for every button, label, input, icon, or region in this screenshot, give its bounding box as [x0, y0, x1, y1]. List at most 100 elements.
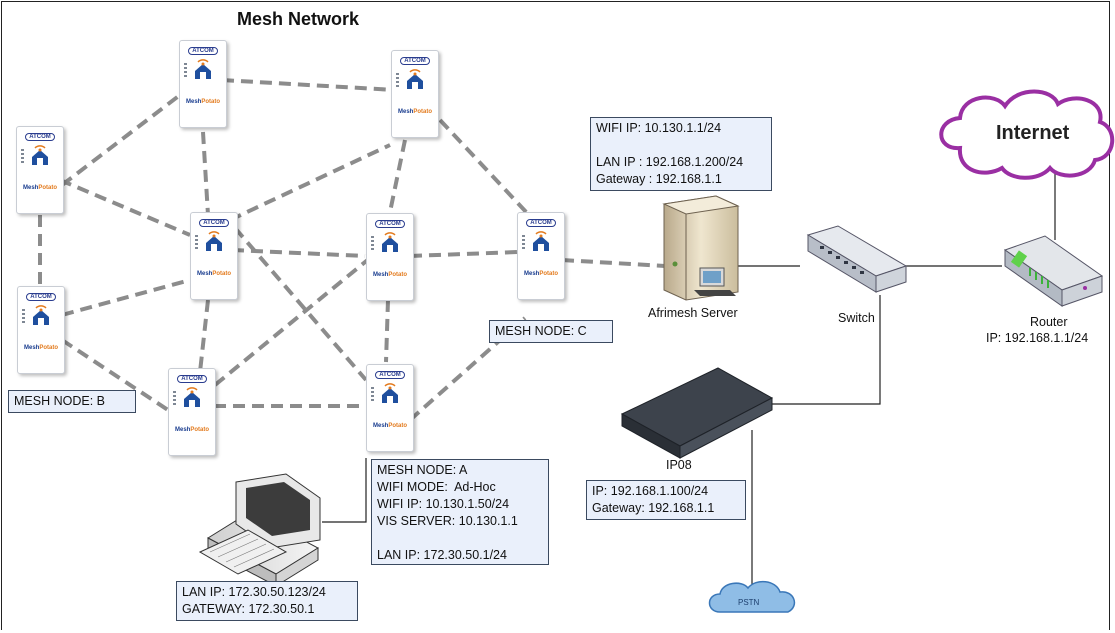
node-brand-text: ATCOM [400, 57, 430, 65]
mesh-node-icon: ATCOM MeshPotato [16, 126, 64, 214]
mesh-link [213, 256, 372, 387]
wifi-house-icon [206, 231, 222, 251]
node-a-box-line: LAN IP: 172.30.50.1/24 [377, 548, 507, 562]
mesh-link [233, 226, 368, 382]
mesh-node-icon: ATCOM MeshPotato [17, 286, 65, 374]
mesh-link [198, 299, 210, 373]
mesh-node-icon: ATCOM MeshPotato [366, 364, 414, 452]
led-strip [396, 73, 399, 87]
node-product-mesh: Mesh [372, 272, 389, 278]
wifi-house-icon [382, 383, 398, 403]
node-product-potato: Potato [413, 109, 432, 115]
node-a-box-line [377, 530, 543, 547]
mesh-node-icon: ATCOM MeshPotato [190, 212, 238, 300]
node-product-potato: Potato [39, 345, 58, 351]
node-brand-text: ATCOM [199, 219, 229, 227]
node-product-mesh: Mesh [22, 185, 39, 191]
wifi-house-icon [33, 305, 49, 325]
node-brand-text: ATCOM [26, 293, 56, 301]
node-brand-text: ATCOM [177, 375, 207, 383]
node-product-mesh: Mesh [185, 99, 202, 105]
node-product: MeshPotato [169, 427, 215, 433]
node-product-potato: Potato [190, 427, 209, 433]
router-label: Router [1030, 315, 1068, 329]
wifi-house-icon [382, 232, 398, 252]
led-strip [173, 391, 176, 405]
node-product-mesh: Mesh [397, 109, 414, 115]
node-product-mesh: Mesh [174, 427, 191, 433]
mesh-node-b-box: MESH NODE: B [8, 390, 136, 413]
node-product: MeshPotato [180, 99, 226, 105]
wifi-house-icon [533, 231, 549, 251]
mesh-link [59, 178, 191, 237]
ip08-label: IP08 [666, 458, 692, 472]
led-strip [371, 236, 374, 250]
led-strip [371, 387, 374, 401]
led-strip [195, 235, 198, 249]
pc-icon [198, 473, 321, 587]
node-brand-text: ATCOM [375, 371, 405, 379]
mesh-node-c-box: MESH NODE: C [489, 320, 613, 343]
mesh-link [438, 118, 530, 216]
wifi-house-icon [32, 145, 48, 165]
node-brand-text: ATCOM [188, 47, 218, 55]
node-brand: ATCOM [18, 293, 64, 301]
node-a-box-line: VIS SERVER: 10.130.1.1 [377, 514, 518, 528]
ip08-box-line: IP: 192.168.1.100/24 [592, 484, 709, 498]
mesh-link [229, 143, 391, 222]
router-icon [1003, 235, 1104, 307]
node-product: MeshPotato [518, 271, 564, 277]
wifi-house-icon [407, 69, 423, 89]
node-product: MeshPotato [18, 345, 64, 351]
node-a-box-line: WIFI MODE: Ad-Hoc [377, 480, 496, 494]
cable-pc-node-a [322, 458, 367, 523]
pstn-cloud-icon [708, 580, 796, 613]
pstn-label: PSTN [738, 598, 760, 607]
node-brand: ATCOM [518, 219, 564, 227]
node-product-potato: Potato [201, 99, 220, 105]
mesh-link [384, 299, 390, 363]
mesh-link [61, 278, 191, 317]
node-brand-text: ATCOM [25, 133, 55, 141]
node-product-potato: Potato [38, 185, 57, 191]
led-strip [184, 63, 187, 77]
mesh-node-c-label: MESH NODE: C [495, 324, 587, 338]
cable-switch-ip08 [770, 295, 881, 405]
node-product-mesh: Mesh [372, 423, 389, 429]
node-product-potato: Potato [388, 272, 407, 278]
internet-label: Internet [996, 122, 1070, 144]
diagram-title: Mesh Network [237, 9, 360, 29]
node-product-potato: Potato [388, 423, 407, 429]
node-product: MeshPotato [17, 185, 63, 191]
mesh-link [60, 93, 182, 187]
server-box-line [596, 137, 766, 154]
switch-label: Switch [838, 311, 875, 325]
internet-cloud-icon [939, 89, 1115, 180]
wifi-house-icon [184, 387, 200, 407]
pc-box-line: LAN IP: 172.30.50.123/24 [182, 585, 326, 599]
node-product: MeshPotato [392, 109, 438, 115]
mesh-link [388, 139, 407, 213]
mesh-link [221, 78, 396, 92]
node-brand-text: ATCOM [526, 219, 556, 227]
node-brand: ATCOM [17, 133, 63, 141]
node-product: MeshPotato [191, 271, 237, 277]
mesh-link [60, 338, 170, 412]
node-product-potato: Potato [212, 271, 231, 277]
node-brand: ATCOM [169, 375, 215, 383]
node-brand: ATCOM [367, 220, 413, 228]
node-product-mesh: Mesh [523, 271, 540, 277]
mesh-link [231, 248, 366, 258]
server-icon [662, 195, 740, 301]
mesh-node-icon: ATCOM MeshPotato [517, 212, 565, 300]
switch-icon [806, 225, 908, 293]
mesh-link [409, 250, 519, 258]
mesh-node-icon: ATCOM MeshPotato [179, 40, 227, 128]
node-a-box-line: WIFI IP: 10.130.1.50/24 [377, 497, 510, 511]
router-ip-label: IP: 192.168.1.1/24 [986, 331, 1089, 345]
mesh-node-icon: ATCOM MeshPotato [168, 368, 216, 456]
